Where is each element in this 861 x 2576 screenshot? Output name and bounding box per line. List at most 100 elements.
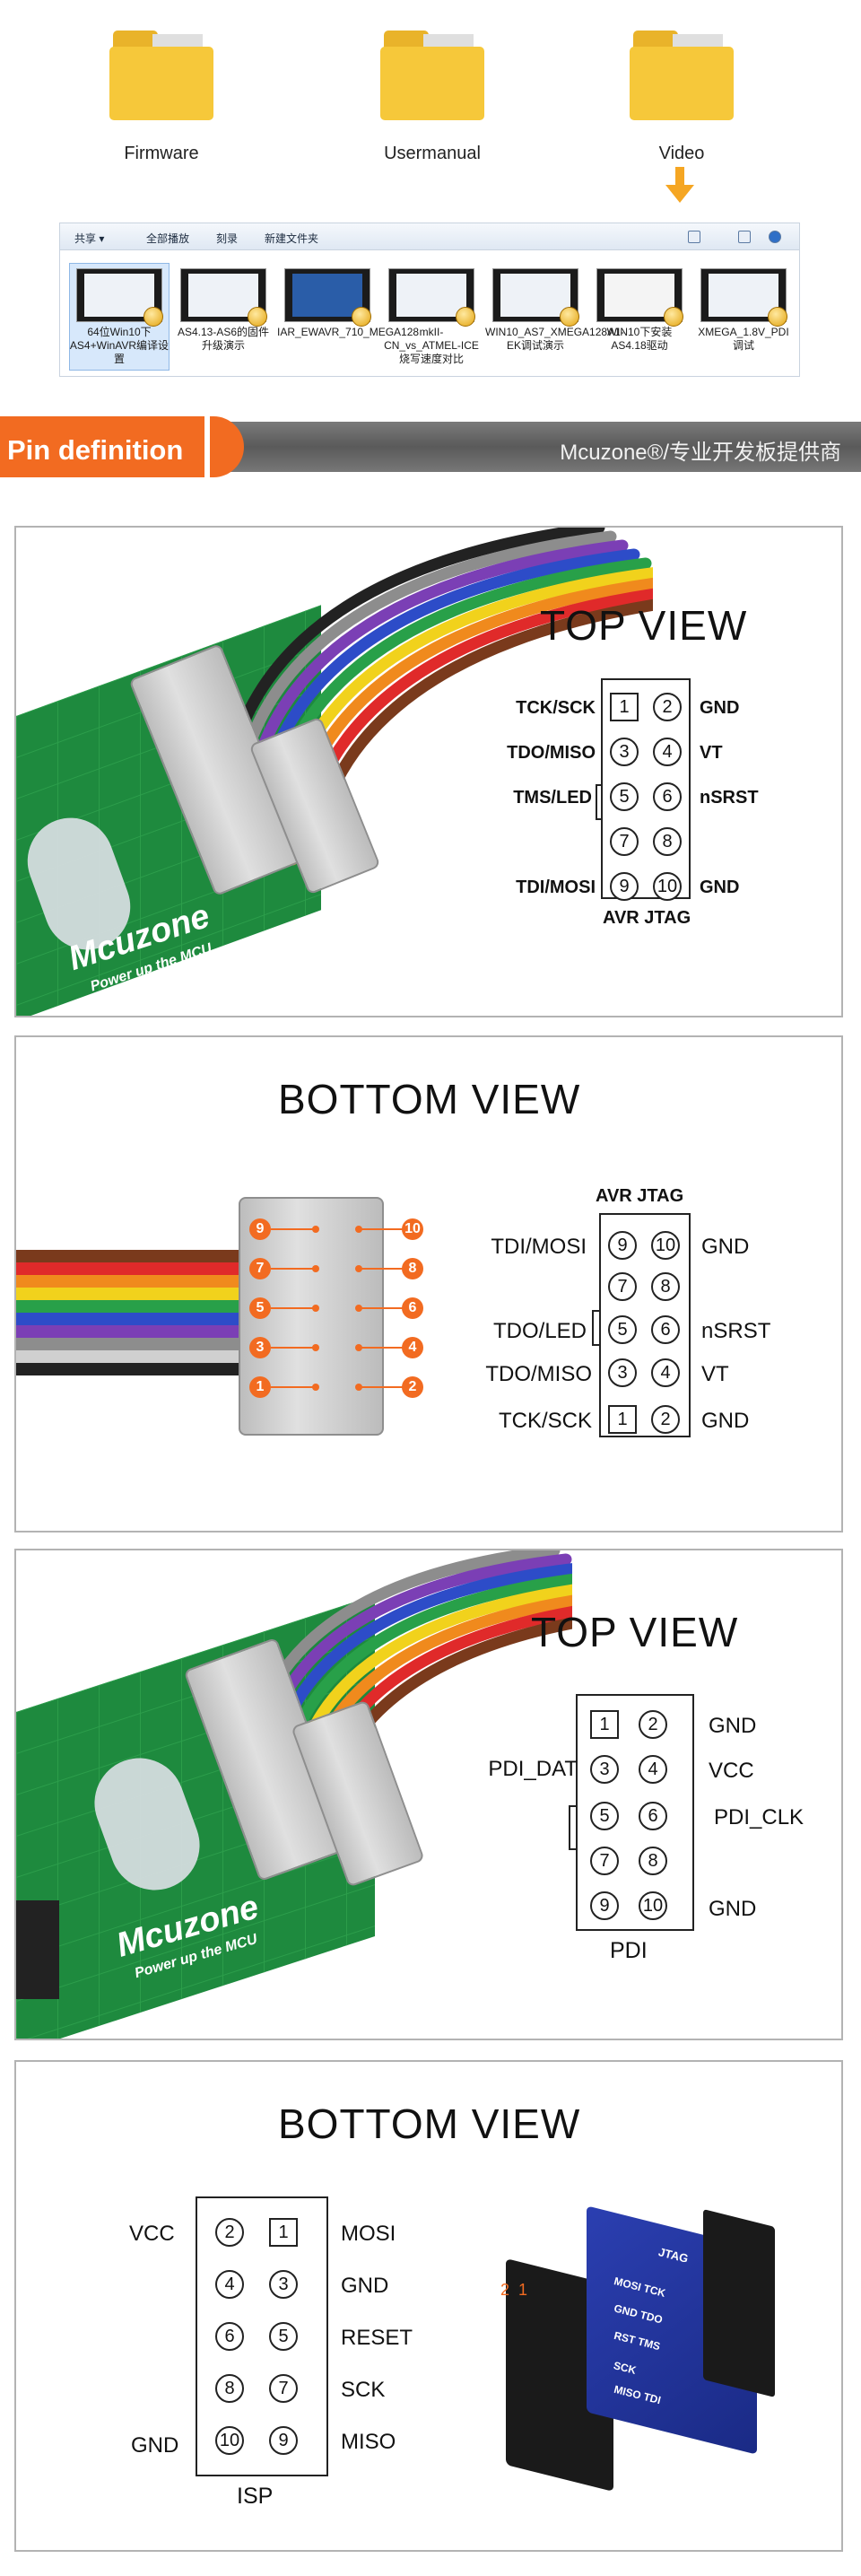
pin-marker: 1	[590, 1710, 619, 1739]
pin-left-label: VCC	[129, 2222, 175, 2246]
pin-callout: 1	[249, 1376, 271, 1398]
pin-marker: 6	[651, 1315, 680, 1344]
header-outline	[599, 1213, 691, 1437]
pin-marker: 1	[608, 1405, 637, 1434]
key-notch	[592, 1310, 599, 1346]
pin-marker: 9	[590, 1891, 619, 1920]
video-thumbnail-icon[interactable]	[284, 268, 371, 327]
pin-right-label: VT	[700, 743, 723, 763]
contact-dot	[355, 1226, 362, 1233]
pin-marker: 2	[651, 1405, 680, 1434]
video-thumbnail-icon[interactable]	[596, 268, 683, 327]
folder-label-firmware[interactable]: Firmware	[124, 144, 199, 163]
pin1-marker: 2 1	[500, 2281, 528, 2299]
leader-line	[361, 1347, 404, 1349]
pin-marker: 1	[269, 2218, 298, 2247]
pin-marker: 5	[269, 2322, 298, 2351]
pin-right-label: PDI_CLK	[714, 1805, 804, 1829]
contact-dot	[355, 1344, 362, 1351]
leader-line	[271, 1228, 314, 1230]
contact-dot	[355, 1384, 362, 1391]
file-name[interactable]: WIN10下安装AS4.18驱动	[606, 326, 673, 352]
pin-right-label: MISO	[341, 2430, 396, 2454]
male-header-icon	[703, 2209, 775, 2397]
pin-marker: 7	[269, 2374, 298, 2403]
contact-dot	[355, 1305, 362, 1312]
pin-marker: 3	[610, 738, 639, 766]
pin-marker: 8	[651, 1272, 680, 1301]
pin-right-label: SCK	[341, 2378, 386, 2402]
leader-line	[271, 1386, 314, 1388]
folder-icon[interactable]	[109, 31, 213, 136]
chip-icon	[16, 1900, 59, 1999]
pin-right-label: VCC	[709, 1759, 754, 1783]
preview-pane-icon[interactable]	[738, 231, 751, 243]
file-name[interactable]: WIN10_AS7_XMEGA128A1-EK调试演示	[485, 326, 624, 352]
contact-dot	[312, 1384, 319, 1391]
jtag-top-view-panel: Mcuzone Power up the MCU TOP VIEW AVR JT…	[14, 526, 843, 1017]
pin-marker: 8	[639, 1847, 667, 1875]
pin-left-label: GND	[131, 2433, 179, 2458]
video-thumbnail-icon[interactable]	[180, 268, 267, 327]
help-icon[interactable]	[769, 231, 781, 243]
downloads-area: Firmware Usermanual Video 共享 ▾ 全部播放 刻录 新…	[0, 0, 861, 377]
folder-icon[interactable]	[380, 31, 484, 136]
pin-marker: 3	[608, 1358, 637, 1387]
header-outline	[196, 2196, 328, 2476]
header-caption: AVR JTAG	[603, 908, 691, 928]
file-name[interactable]: 64位Win10下AS4+WinAVR编译设置	[69, 326, 170, 365]
pin-marker: 6	[653, 782, 682, 811]
header-caption: PDI	[610, 1938, 648, 1963]
view-icon[interactable]	[688, 231, 700, 243]
banner-tagline: Mcuzone®/专业开发板提供商	[560, 441, 841, 465]
pin-right-label: nSRST	[700, 788, 759, 808]
pin-callout: 9	[249, 1218, 271, 1240]
pin-marker: 6	[639, 1802, 667, 1830]
pin-right-label: GND	[701, 1235, 750, 1259]
pin-right-label: GND	[700, 698, 740, 718]
video-thumbnail-icon[interactable]	[492, 268, 579, 327]
contact-dot	[355, 1265, 362, 1272]
pin-callout: 3	[249, 1337, 271, 1358]
pin-marker: 2	[653, 693, 682, 721]
file-name[interactable]: IAR_EWAVR_710_MEGA128	[277, 326, 420, 338]
view-title: BOTTOM VIEW	[278, 2100, 581, 2147]
leader-line	[271, 1347, 314, 1349]
new-folder-button[interactable]: 新建文件夹	[265, 232, 319, 245]
pin-right-label: nSRST	[701, 1319, 771, 1343]
pin-marker: 5	[608, 1315, 637, 1344]
key-notch	[596, 784, 603, 820]
leader-line	[271, 1307, 314, 1309]
share-button[interactable]: 共享 ▾	[74, 232, 105, 245]
adapter-board-photo: JTAG MOSI TCK GND TDO RST TMS SCK MISO T…	[479, 2191, 784, 2492]
video-thumbnail-icon[interactable]	[388, 268, 475, 327]
burn-button[interactable]: 刻录	[216, 232, 239, 245]
video-thumbnail-icon[interactable]	[700, 268, 787, 327]
view-title: TOP VIEW	[531, 1609, 739, 1655]
play-all-button[interactable]: 全部播放	[146, 232, 190, 245]
pin-right-label: RESET	[341, 2326, 413, 2350]
pin-left-label: TCK/SCK	[498, 1409, 592, 1433]
view-title: BOTTOM VIEW	[278, 1076, 581, 1122]
file-name[interactable]: XMEGA_1.8V_PDI调试	[698, 326, 789, 352]
pin-marker: 6	[215, 2322, 244, 2351]
pin-left-label: PDI_DAT	[488, 1757, 578, 1781]
pin-marker: 4	[651, 1358, 680, 1387]
folder-label-usermanual[interactable]: Usermanual	[384, 144, 481, 163]
pin-right-label: GND	[341, 2274, 389, 2298]
folder-icon[interactable]	[630, 31, 734, 136]
pin-marker: 10	[651, 1231, 680, 1260]
pin-marker: 1	[610, 693, 639, 721]
video-thumbnail-icon[interactable]	[76, 268, 163, 327]
pin-marker: 9	[608, 1231, 637, 1260]
header-outline	[576, 1694, 694, 1931]
file-name[interactable]: mkII-CN_vs_ATMEL-ICE烧写速度对比	[384, 326, 479, 365]
pin-left-label: TCK/SCK	[516, 698, 596, 718]
pin-marker: 3	[269, 2270, 298, 2299]
pin-left-label: TDI/MOSI	[516, 878, 596, 897]
folder-label-video[interactable]: Video	[658, 144, 705, 163]
file-name[interactable]: AS4.13-AS6的固件升级演示	[177, 326, 270, 352]
header-outline	[601, 678, 691, 899]
pin-marker: 8	[215, 2374, 244, 2403]
pin-marker: 4	[639, 1755, 667, 1784]
